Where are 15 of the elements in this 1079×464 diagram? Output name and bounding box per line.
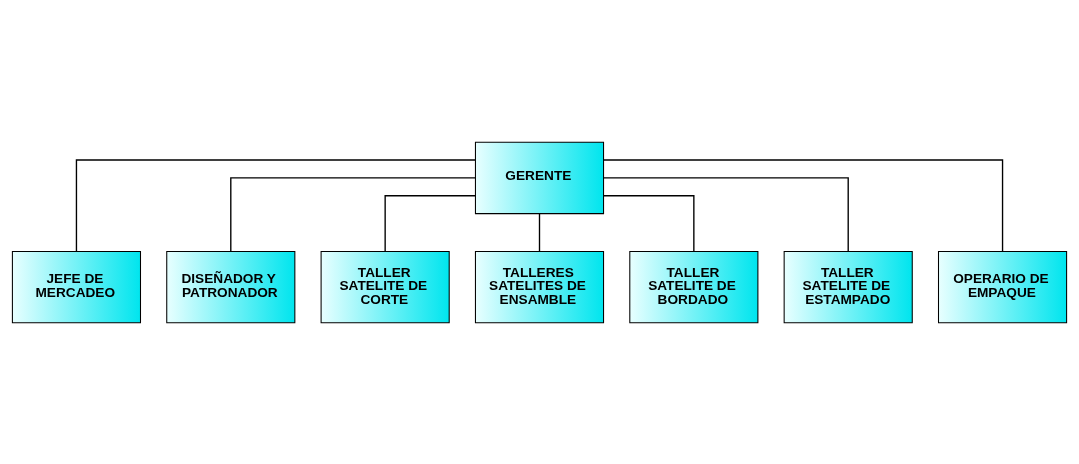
connector	[384, 194, 477, 252]
node-box: TALLER SATELITE DE CORTE	[320, 250, 450, 323]
node-box: GERENTE	[474, 141, 605, 214]
node-box: TALLERES SATELITES DE ENSAMBLE	[474, 250, 605, 323]
node-box: JEFE DE MERCADEO	[11, 250, 142, 323]
node-box: TALLER SATELITE DE ESTAMPADO	[783, 250, 913, 323]
node-box: OPERARIO DE EMPAQUE	[937, 250, 1068, 323]
connector	[75, 158, 476, 252]
connector	[602, 194, 695, 252]
connector	[603, 176, 849, 252]
connector	[230, 176, 476, 252]
connector	[538, 212, 541, 252]
node-box: DISEÑADOR Y PATRONADOR	[166, 250, 296, 323]
connector	[603, 158, 1004, 252]
node-box: TALLER SATELITE DE BORDADO	[629, 250, 759, 323]
